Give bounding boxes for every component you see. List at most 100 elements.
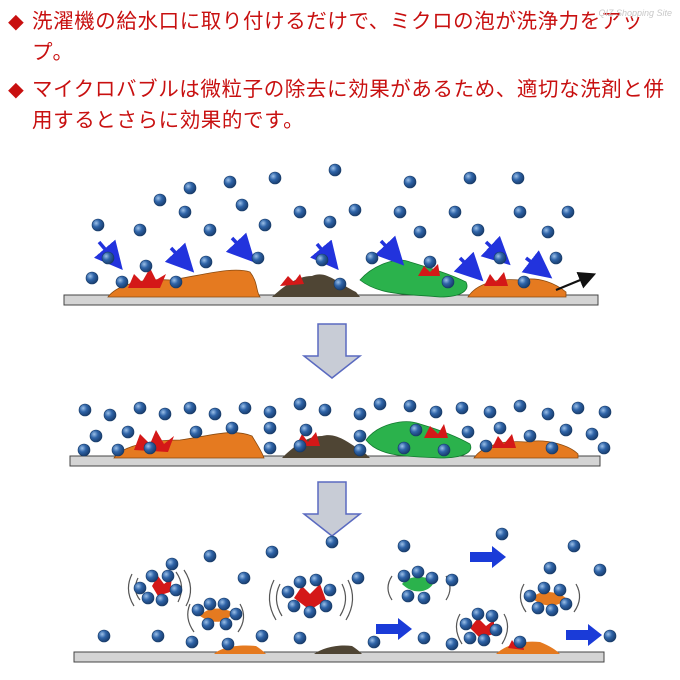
stain-brown: [272, 274, 360, 297]
lifted-stain-red: [152, 576, 172, 596]
bubble-icon: [115, 275, 129, 289]
bubble-icon: [493, 421, 507, 435]
bubble-icon: [265, 545, 279, 559]
stain-red-burst: [280, 274, 304, 286]
diamond-bullet-icon: ◆: [8, 77, 25, 101]
bubble-icon: [455, 401, 469, 415]
bubble-icon: [409, 423, 423, 437]
stage-1-bubbles-approach: [63, 163, 599, 306]
stain-orange: [496, 641, 560, 654]
bubble-icon: [397, 569, 411, 583]
bubble-icon: [309, 573, 323, 587]
bubble-icon: [425, 571, 439, 585]
bubble-icon: [489, 623, 503, 637]
bubble-icon: [445, 573, 459, 587]
bubble-icon: [229, 607, 243, 621]
lifted-stain-red: [470, 618, 494, 638]
bubble-icon: [323, 583, 337, 597]
bubble-icon: [445, 637, 459, 651]
bubble-icon: [517, 275, 531, 289]
bubble-icon: [191, 603, 205, 617]
bubble-icon: [155, 593, 169, 607]
stain-red-burst: [418, 264, 440, 276]
bubble-icon: [513, 399, 527, 413]
watermark: QIZ Shopping Site: [598, 8, 672, 18]
bubble-icon: [299, 423, 313, 437]
bubble-icon: [437, 443, 451, 457]
bubble-icon: [303, 605, 317, 619]
bubble-icon: [351, 571, 365, 585]
bubble-icon: [251, 251, 265, 265]
bubble-icon: [353, 443, 367, 457]
bubble-icon: [479, 439, 493, 453]
bubble-icon: [413, 225, 427, 239]
description-bullet-1: ◆ 洗濯機の給水口に取り付けるだけで、ミクロの泡が洗浄力をアップ。: [8, 6, 672, 68]
bubble-icon: [223, 175, 237, 189]
bubble-icon: [603, 629, 617, 643]
bubble-icon: [541, 407, 555, 421]
bubble-icon: [219, 617, 233, 631]
bubble-icon: [293, 439, 307, 453]
bubble-icon: [323, 215, 337, 229]
bubble-icon: [158, 407, 172, 421]
bubble-icon: [513, 635, 527, 649]
bubble-icon: [328, 163, 342, 177]
down-arrow-icon: [301, 323, 363, 379]
stain-orange: [214, 645, 266, 654]
bubble-icon: [561, 205, 575, 219]
bubble-icon: [225, 421, 239, 435]
push-arrow: [374, 235, 405, 266]
stain-red-burst: [128, 268, 166, 288]
bubble-icon: [293, 205, 307, 219]
bubble-icon: [585, 427, 599, 441]
push-arrow: [521, 250, 553, 279]
bubble-icon: [178, 205, 192, 219]
bubble-icon: [319, 599, 333, 613]
bubble-icon: [598, 405, 612, 419]
bubble-icon: [597, 441, 611, 455]
bubble-icon: [485, 609, 499, 623]
bubble-icon: [543, 561, 557, 575]
bubble-icon: [165, 557, 179, 571]
bubble-icon: [537, 581, 551, 595]
bubble-icon: [91, 218, 105, 232]
stain-red-burst: [424, 424, 448, 438]
bubble-icon: [571, 401, 585, 415]
bubble-icon: [463, 171, 477, 185]
bubble-icon: [199, 255, 213, 269]
bubble-icon: [373, 397, 387, 411]
bubble-icon: [161, 569, 175, 583]
bubble-icon: [495, 527, 509, 541]
bubble-icon: [97, 629, 111, 643]
bubble-icon: [141, 591, 155, 605]
bubble-icon: [111, 443, 125, 457]
bubble-icon: [471, 607, 485, 621]
bubble-icon: [237, 571, 251, 585]
bubble-icon: [77, 443, 91, 457]
bubble-icon: [429, 405, 443, 419]
push-arrow: [225, 232, 256, 263]
bubble-icon: [258, 218, 272, 232]
bubble-icon: [353, 429, 367, 443]
bubble-icon: [441, 275, 455, 289]
bubble-icon: [145, 569, 159, 583]
bubble-icon: [541, 225, 555, 239]
bubble-icon: [513, 205, 527, 219]
right-arrow-icon: [376, 618, 412, 640]
description-bullet-2: ◆ マイクロバブルは微粒子の除去に効果があるため、適切な洗剤と併用するとさらに効…: [8, 74, 672, 136]
bubble-icon: [531, 601, 545, 615]
bubble-icon: [593, 563, 607, 577]
bubble-icon: [153, 193, 167, 207]
bubble-icon: [85, 271, 99, 285]
description-text-1: 洗濯機の給水口に取り付けるだけで、ミクロの泡が洗浄力をアップ。: [32, 9, 644, 64]
bubble-icon: [221, 637, 235, 651]
bubble-icon: [238, 401, 252, 415]
bubble-icon: [255, 629, 269, 643]
bubble-icon: [459, 617, 473, 631]
bubble-icon: [559, 423, 573, 437]
bubble-icon: [545, 441, 559, 455]
push-arrow: [310, 239, 339, 271]
bubble-icon: [367, 635, 381, 649]
bubble-icon: [263, 421, 277, 435]
